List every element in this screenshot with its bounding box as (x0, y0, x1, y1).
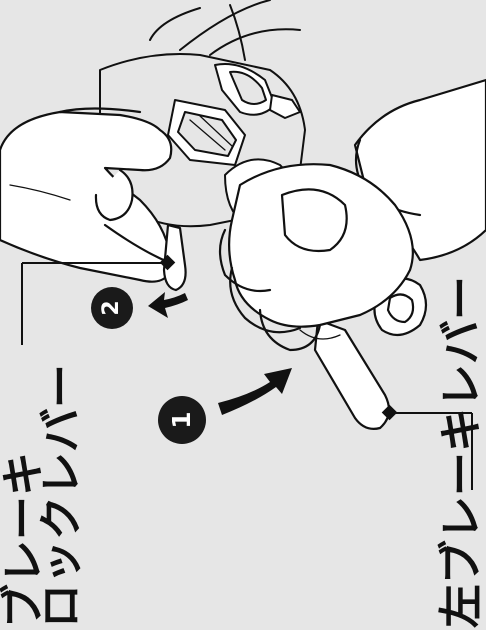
step1-number: 1 (167, 408, 197, 432)
arrow-step1 (218, 368, 292, 415)
arrow-step2 (148, 292, 188, 318)
step2-number: 2 (99, 297, 125, 319)
brake-lock-lever-label-line2: ロックレバー (40, 364, 84, 628)
left-brake-lever-label: 左ブレーキレバー (440, 276, 484, 628)
